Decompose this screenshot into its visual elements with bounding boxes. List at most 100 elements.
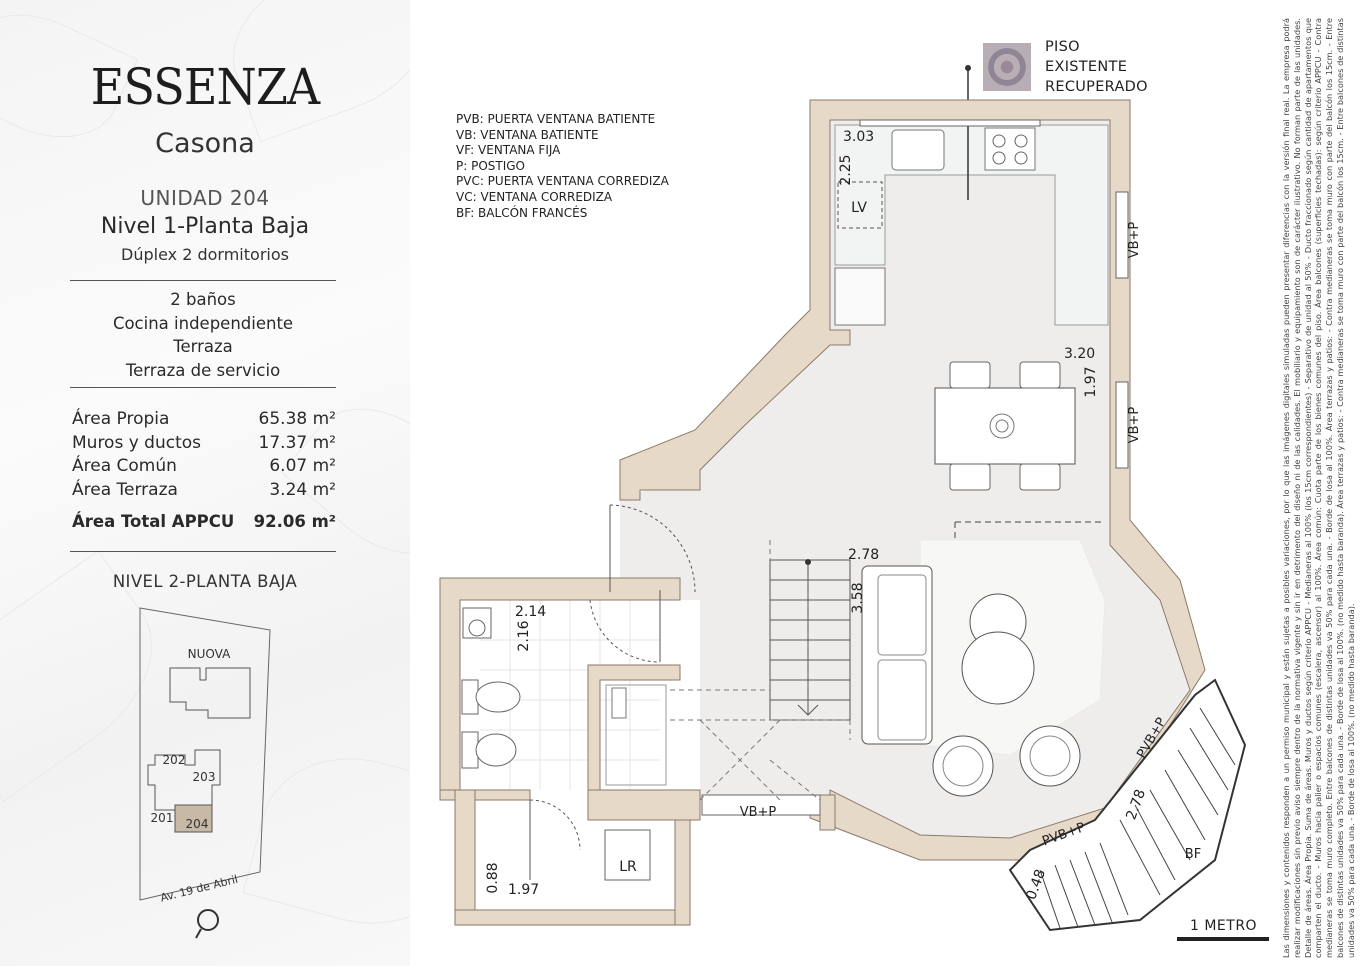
divider [70, 551, 336, 552]
dining-table [934, 387, 1076, 465]
unit-level: Nivel 1-Planta Baja [100, 214, 310, 239]
feature-list: 2 baños Cocina independiente Terraza Ter… [70, 288, 336, 382]
bidet [475, 733, 517, 767]
dim-kitchen-depth: 2.25 [838, 154, 854, 185]
unit-title: UNIDAD 204 [140, 186, 270, 210]
legend-item: VC: VENTANA CORREDIZA [456, 189, 613, 204]
stair-start-dot [805, 559, 811, 565]
floor-sample-swatch [983, 43, 1031, 91]
wall-pillar [819, 794, 836, 831]
scale-bar [1177, 937, 1269, 941]
window-vbp-dining [1115, 381, 1129, 469]
legend-item: PVB: PUERTA VENTANA BATIENTE [456, 112, 656, 126]
laundry-tub [604, 829, 651, 881]
dim-dining-depth: 1.97 [1083, 366, 1099, 397]
window-strip [859, 119, 1041, 127]
area-value: 17.37 m² [258, 432, 336, 453]
legend-item: VF: VENTANA FIJA [456, 143, 561, 158]
armchair [942, 745, 984, 787]
doors [529, 504, 696, 880]
area-value: 6.07 m² [269, 456, 336, 476]
dishwasher-outline [837, 181, 883, 229]
balcony-type-label: BF [1185, 847, 1201, 862]
dim-laundry-width: 0.88 [485, 862, 501, 893]
total-area-label: Área Total APPCU [72, 512, 235, 531]
cooktop [984, 127, 1036, 171]
divider [70, 280, 336, 281]
sofa-cushion [877, 574, 927, 656]
total-area-row: Área Total APPCU 92.06 m² [72, 510, 336, 534]
bath-sink [462, 607, 492, 639]
floor-sample-line: EXISTENTE [1045, 59, 1128, 75]
dim-dining-width: 3.20 [1064, 346, 1095, 362]
dimensions: 3.03 2.25 3.20 1.97 2.78 3.58 2.14 2.16 … [485, 129, 1149, 902]
area-label: Área Propia [72, 409, 170, 429]
bath-wall [439, 789, 531, 801]
feature-item: Cocina independiente [112, 313, 294, 333]
area-label: Muros y ductos [72, 432, 202, 453]
armchair [1019, 725, 1081, 787]
burner-icon [1014, 151, 1028, 165]
window-vbp-kitchen [1115, 191, 1129, 279]
coffee-table [961, 631, 1035, 705]
window-vbp-living [701, 794, 821, 816]
legend-item: PVC: PUERTA VENTANA CORREDIZA [456, 174, 669, 189]
area-value: 3.24 m² [269, 479, 336, 500]
kitchen-sink [891, 129, 945, 171]
unit-label: 201 [151, 811, 174, 825]
burner-icon [1014, 134, 1028, 148]
brand-logo: ESSENZA [90, 58, 320, 116]
walls [439, 99, 1206, 926]
unit-label: 204 [186, 817, 209, 831]
floor-sample-line: RECUPERADO [1045, 79, 1148, 95]
laundry-wall [587, 789, 701, 821]
sofa-cushion [877, 659, 927, 741]
unit-label: 203 [193, 770, 216, 784]
upper-floor-outline [670, 540, 851, 801]
dim-kitchen-width: 3.03 [843, 129, 874, 145]
feature-item: Terraza [173, 337, 233, 356]
floor-sample-line: PISO [1045, 39, 1080, 55]
area-table: Área Propia 65.38 m² Muros y ductos 17.37 … [72, 408, 336, 534]
abbreviation-legend: PVB: PUERTA VENTANA BATIENTE VB: VENTANA… [456, 112, 669, 221]
area-row: Muros y ductos 17.37 m² [72, 432, 336, 456]
brand-subtitle: Casona [155, 128, 255, 159]
kitchen-counter [834, 124, 1109, 326]
divider [70, 387, 336, 388]
dining-chairs [949, 361, 1061, 491]
area-row: Área Propia 65.38 m² [72, 408, 336, 432]
total-area-value: 92.06 m² [253, 512, 336, 531]
balcony-railing [1039, 707, 1236, 929]
dim-living-width: 2.78 [848, 547, 879, 563]
compass-icon [197, 909, 219, 931]
unit-highlight [174, 804, 213, 833]
laundry-tub-label: LR [619, 859, 637, 875]
area-label: Área Terraza [72, 479, 178, 500]
window-label: VB+P [1127, 407, 1142, 444]
dim-bath-depth: 2.16 [516, 620, 532, 651]
toilet [475, 681, 521, 713]
burner-icon [992, 151, 1006, 165]
compass-icon [195, 928, 202, 939]
unit-type: Dúplex 2 dormitorios [121, 245, 289, 264]
laundry-wall [674, 819, 691, 926]
area-label: Área Común [72, 456, 177, 476]
area-value: 65.38 m² [258, 409, 336, 429]
fridge [834, 267, 886, 326]
dim-bath-width: 2.14 [515, 604, 546, 620]
area-row: Área Terraza 3.24 m² [72, 479, 336, 503]
floor-sample-label: PISO EXISTENTE RECUPERADO [1045, 37, 1148, 97]
windows [701, 119, 1129, 816]
armchair [932, 735, 994, 797]
armchair [1029, 735, 1071, 777]
building-block [169, 667, 251, 719]
feature-item: 2 baños [170, 290, 236, 309]
site-map: NUOVA 202 203 201 204 Av. 19 de Abril [139, 607, 271, 939]
unit-label: 202 [163, 753, 186, 767]
balcony [1008, 678, 1247, 932]
feature-item: Terraza de servicio [125, 360, 281, 380]
window-label: VB+P [740, 805, 777, 820]
table-centerpiece [989, 413, 1015, 439]
scale-label: 1 METRO [1190, 918, 1258, 934]
pointer-dot [965, 65, 971, 71]
